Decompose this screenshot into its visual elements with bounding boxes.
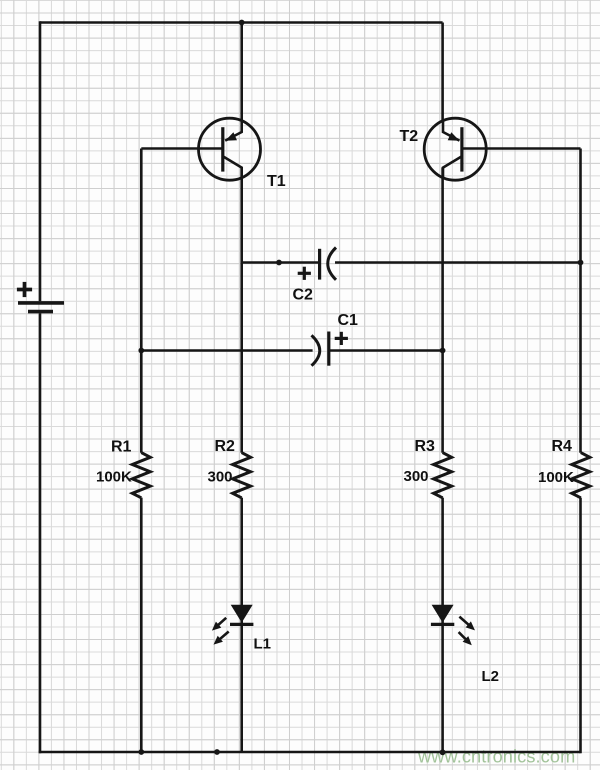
svg-text:T2: T2	[400, 128, 419, 145]
svg-text:www.cntronics.com: www.cntronics.com	[417, 747, 575, 767]
svg-text:C2: C2	[293, 287, 314, 304]
svg-text:100K: 100K	[538, 469, 574, 486]
svg-text:R1: R1	[111, 439, 132, 456]
svg-text:L1: L1	[254, 636, 272, 653]
svg-text:R2: R2	[215, 438, 236, 455]
svg-text:300: 300	[404, 468, 429, 485]
svg-text:T1: T1	[267, 173, 286, 190]
svg-text:R4: R4	[552, 438, 573, 455]
svg-text:100K: 100K	[96, 469, 132, 486]
svg-text:L2: L2	[482, 668, 500, 685]
svg-text:300: 300	[208, 469, 233, 486]
svg-text:R3: R3	[415, 438, 436, 455]
svg-text:C1: C1	[338, 312, 359, 329]
